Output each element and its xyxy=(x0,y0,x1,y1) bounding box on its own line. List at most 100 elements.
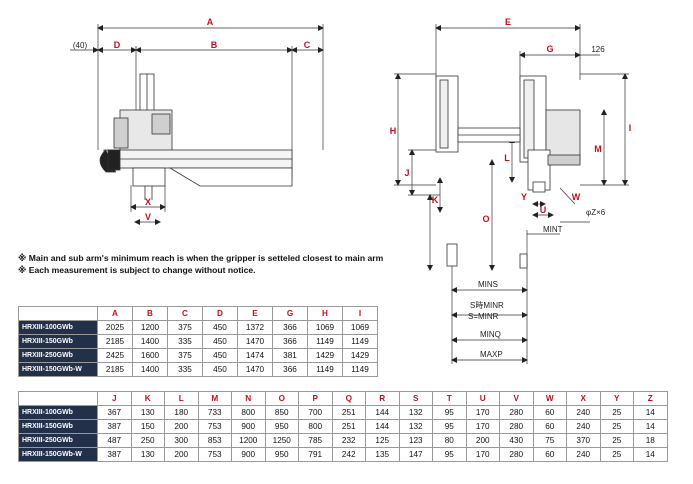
spec-table-2: J K L M N O P Q R S T U V W X Y Z HRXIII… xyxy=(18,391,668,462)
table-cell: 1200 xyxy=(231,433,266,448)
dim-u-label: U xyxy=(540,205,547,215)
table-cell: 1149 xyxy=(342,362,378,377)
table-cell: 200 xyxy=(465,433,500,448)
table-cell: 60 xyxy=(532,447,567,462)
col-header: R xyxy=(365,391,400,406)
col-header: Q xyxy=(331,391,366,406)
table-cell: 785 xyxy=(298,433,333,448)
table-cell: 367 xyxy=(97,405,132,420)
col-header: Z xyxy=(633,391,668,406)
table-cell: 280 xyxy=(499,419,534,434)
table-cell: 132 xyxy=(398,405,433,420)
model-name: HRXIII-150GWb-W xyxy=(18,362,98,377)
table-corner xyxy=(18,391,98,406)
table-cell: 125 xyxy=(365,433,400,448)
model-name: HRXIII-150GWb xyxy=(18,419,98,434)
note-1: ※ Main and sub arm's minimum reach is wh… xyxy=(18,253,384,263)
table-cell: 791 xyxy=(298,447,333,462)
col-header: Y xyxy=(599,391,634,406)
table-cell: 1429 xyxy=(342,348,378,363)
table-cell: 1149 xyxy=(342,334,378,349)
col-header: P xyxy=(298,391,333,406)
table-cell: 95 xyxy=(432,419,467,434)
table-cell: 1470 xyxy=(237,362,273,377)
note-2: ※ Each measurement is subject to change … xyxy=(18,265,256,275)
table-cell: 1400 xyxy=(132,334,168,349)
table-cell: 132 xyxy=(398,419,433,434)
dim-y-label: Y xyxy=(521,192,527,202)
model-name: HRXIII-250GWb xyxy=(18,433,98,448)
table-cell: 180 xyxy=(164,405,199,420)
table-cell: 25 xyxy=(599,419,634,434)
table-cell: 375 xyxy=(167,348,203,363)
dim-min-t-label: MINT xyxy=(543,225,563,234)
table-cell: 242 xyxy=(331,447,366,462)
spec-table-1: A B C D E G H I HRXIII-100GWb 2025 1200 … xyxy=(18,306,378,377)
dim-w-label: W xyxy=(572,192,581,202)
model-name: HRXIII-100GWb xyxy=(18,405,98,420)
table-cell: 25 xyxy=(599,447,634,462)
table-cell: 135 xyxy=(365,447,400,462)
table-cell: 450 xyxy=(202,334,238,349)
table-cell: 130 xyxy=(130,447,165,462)
dim-g-label: G xyxy=(546,44,553,54)
table-cell: 240 xyxy=(566,447,601,462)
col-header: D xyxy=(202,306,238,321)
dim-d-label: D xyxy=(114,40,121,50)
table-cell: 75 xyxy=(532,433,567,448)
table-cell: 2185 xyxy=(97,362,133,377)
table-cell: 251 xyxy=(331,419,366,434)
model-name: HRXIII-250GWb xyxy=(18,348,98,363)
table-cell: 14 xyxy=(633,447,668,462)
model-name: HRXIII-100GWb xyxy=(18,320,98,335)
table-row: HRXIII-250GWb 487 250 300 853 1200 1250 … xyxy=(18,433,668,448)
dim-s-min-r-label: S時MINR xyxy=(470,301,504,310)
table-cell: 144 xyxy=(365,405,400,420)
col-header: K xyxy=(130,391,165,406)
col-header: S xyxy=(398,391,433,406)
table-cell: 387 xyxy=(97,419,132,434)
dim-k-label: K xyxy=(432,195,439,205)
dim-offset-40: (40) xyxy=(73,41,88,50)
table-cell: 430 xyxy=(499,433,534,448)
table-cell: 375 xyxy=(167,320,203,335)
table-cell: 280 xyxy=(499,447,534,462)
col-header: G xyxy=(272,306,308,321)
dim-min-s-label: MINS xyxy=(478,280,498,289)
dim-x-label: X xyxy=(145,197,151,207)
dim-b-label: B xyxy=(211,40,218,50)
table-cell: 1200 xyxy=(132,320,168,335)
table-cell: 753 xyxy=(197,447,232,462)
dim-min-q-label: MINQ xyxy=(480,330,501,339)
model-name: HRXIII-150GWb xyxy=(18,334,98,349)
table-cell: 144 xyxy=(365,419,400,434)
table-cell: 170 xyxy=(465,447,500,462)
table-cell: 335 xyxy=(167,334,203,349)
table-cell: 80 xyxy=(432,433,467,448)
col-header: H xyxy=(307,306,343,321)
table-cell: 200 xyxy=(164,447,199,462)
table-cell: 1400 xyxy=(132,362,168,377)
table-cell: 18 xyxy=(633,433,668,448)
table-cell: 800 xyxy=(231,405,266,420)
table-cell: 950 xyxy=(264,447,299,462)
dim-e-label: E xyxy=(505,17,511,27)
dim-m-label: M xyxy=(594,144,602,154)
table-cell: 733 xyxy=(197,405,232,420)
col-header: V xyxy=(499,391,534,406)
table-cell: 381 xyxy=(272,348,308,363)
table-cell: 370 xyxy=(566,433,601,448)
dim-o-label: O xyxy=(482,214,489,224)
table-header-row: A B C D E G H I xyxy=(18,306,378,321)
col-header: W xyxy=(532,391,567,406)
table-cell: 366 xyxy=(272,320,308,335)
table-cell: 366 xyxy=(272,362,308,377)
table-cell: 2185 xyxy=(97,334,133,349)
table-cell: 14 xyxy=(633,405,668,420)
table-cell: 450 xyxy=(202,320,238,335)
col-header: E xyxy=(237,306,273,321)
table-cell: 170 xyxy=(465,419,500,434)
table-cell: 232 xyxy=(331,433,366,448)
table-row: HRXIII-150GWb-W 2185 1400 335 450 1470 3… xyxy=(18,362,378,377)
